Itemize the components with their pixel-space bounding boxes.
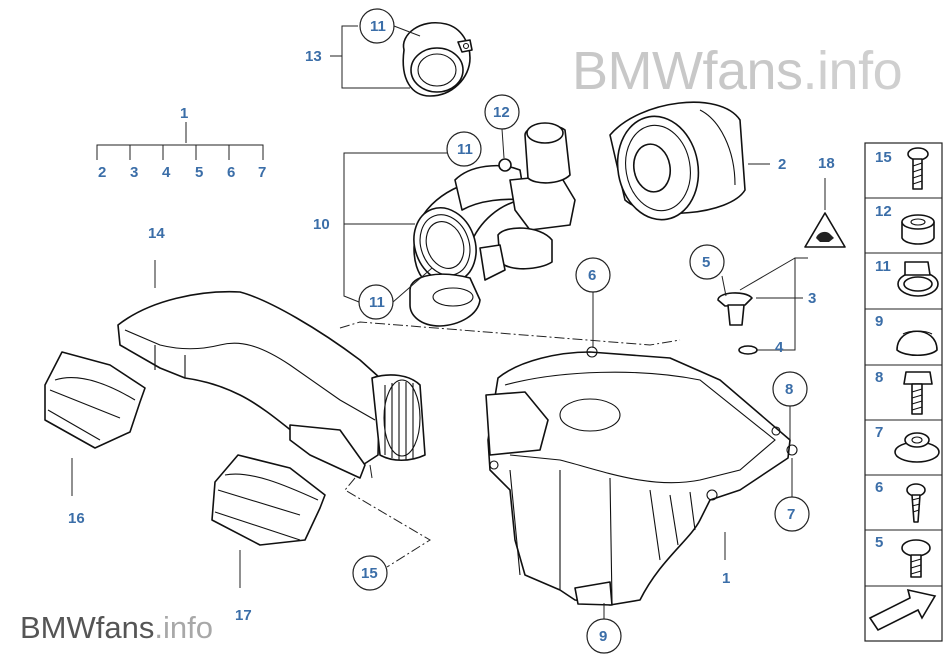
hex-bolt-icon	[903, 371, 933, 415]
label-5: 5	[702, 254, 710, 271]
air-filter-element	[609, 101, 746, 221]
watermark-bottom: BMWfans.info	[20, 610, 213, 645]
label-2: 2	[778, 156, 786, 173]
label-11-low: 11	[369, 294, 385, 311]
label-16: 16	[68, 510, 85, 527]
panel-label-5: 5	[875, 534, 883, 551]
panel-label-9: 9	[875, 313, 883, 330]
panel-label-8: 8	[875, 369, 883, 386]
label-sub-4: 4	[162, 164, 171, 181]
clip-pin-part	[717, 292, 758, 355]
assembly-1-bracket	[96, 122, 264, 160]
watermark-top: BMWfans.info	[572, 41, 903, 101]
label-1-housing: 1	[722, 570, 730, 587]
label-sub-6: 6	[227, 164, 235, 181]
label-14: 14	[148, 225, 165, 242]
intake-snorkel-16	[44, 351, 146, 449]
label-3: 3	[808, 290, 816, 307]
panel-label-6: 6	[875, 479, 883, 496]
self-tapping-screw-icon	[906, 483, 926, 523]
label-9: 9	[599, 628, 607, 645]
intake-boot-part	[402, 22, 473, 97]
screw-icon	[907, 147, 929, 190]
label-sub-3: 3	[130, 164, 138, 181]
label-7: 7	[787, 506, 795, 523]
warning-label-icon	[804, 212, 846, 248]
label-11-top: 11	[370, 18, 386, 35]
panel-label-7: 7	[875, 424, 883, 441]
label-17: 17	[235, 607, 252, 624]
label-10: 10	[313, 216, 330, 233]
intake-air-duct	[117, 290, 426, 479]
label-8: 8	[785, 381, 793, 398]
label-6: 6	[588, 267, 596, 284]
label-12: 12	[493, 104, 510, 121]
air-filter-housing	[485, 346, 798, 606]
rubber-cap-icon	[896, 330, 938, 357]
label-15: 15	[361, 565, 378, 582]
callout-5	[689, 244, 725, 280]
label-sub-2: 2	[98, 164, 106, 181]
panel-label-15: 15	[875, 149, 892, 166]
label-4: 4	[775, 339, 784, 356]
label-13: 13	[305, 48, 322, 65]
panel-label-11: 11	[875, 258, 891, 275]
arrow-next-icon[interactable]	[868, 588, 937, 632]
hose-clamp-icon	[897, 261, 939, 297]
grommet-icon	[901, 214, 935, 245]
label-assembly-1: 1	[180, 105, 188, 122]
callout-15	[352, 555, 388, 591]
collar-screw-icon	[901, 539, 931, 578]
intake-snorkel-17	[211, 454, 326, 546]
label-sub-7: 7	[258, 164, 266, 181]
rubber-mount-icon	[894, 432, 940, 463]
label-sub-5: 5	[195, 164, 203, 181]
label-11-mid: 11	[457, 141, 473, 158]
callout-11-mid	[446, 131, 482, 167]
label-18: 18	[818, 155, 835, 172]
panel-label-12: 12	[875, 203, 892, 220]
intake-duct-assembly	[409, 122, 576, 327]
